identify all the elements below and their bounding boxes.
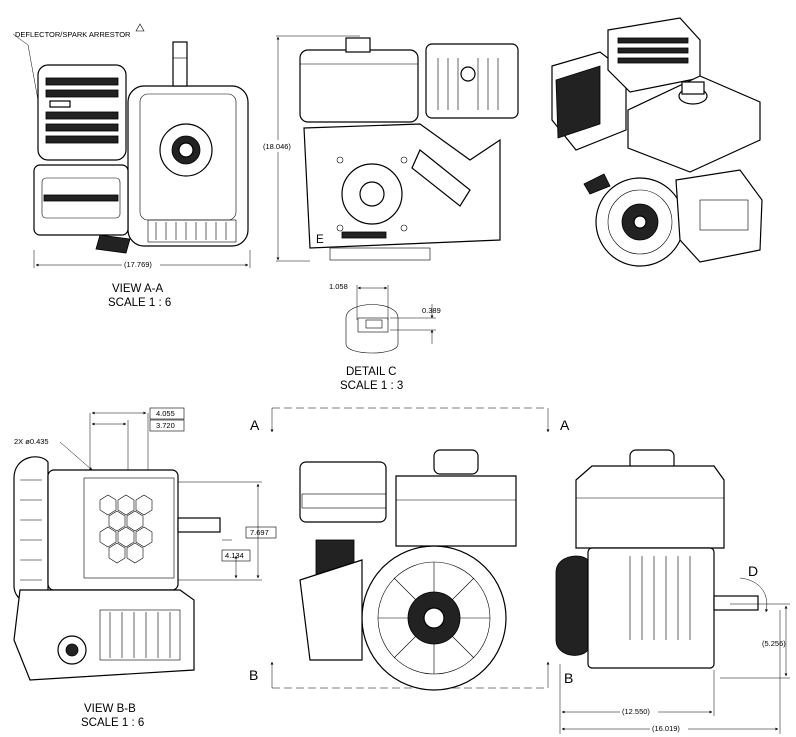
detail-c-scale: SCALE 1 : 3 (340, 380, 403, 392)
dim-mount-4134: 4.134 (225, 551, 244, 560)
view-bb-base (13, 589, 195, 681)
view-aa-title: VIEW A-A (112, 283, 163, 295)
deflector-label: DEFLECTOR/SPARK ARRESTOR (15, 30, 131, 39)
section-line-a: A A (250, 407, 570, 433)
dim-bolt-3720: 3.720 (156, 421, 175, 430)
bottom-air-cleaner (299, 461, 387, 523)
section-line-b: B B (249, 661, 573, 689)
side-flywheel-cover (555, 555, 589, 656)
dim-key: 0.389 (422, 306, 441, 315)
dim-bolt-4055: 4.055 (156, 409, 175, 418)
view-bb-title: VIEW B-B (84, 703, 136, 715)
section-a-right: A (560, 417, 570, 433)
section-a-left: A (250, 417, 260, 433)
side-view-drawing: D (5.256) (12.550) (16.019) (555, 449, 790, 734)
view-bb-scale: SCALE 1 : 6 (81, 717, 144, 729)
flywheel-cover (13, 456, 49, 606)
iso-fuel-tank (627, 75, 761, 173)
dim-depth-12550: (12.550) (622, 707, 650, 716)
detail-c-title: DETAIL C (346, 366, 396, 378)
dim-depth-16019: (16.019) (652, 724, 680, 733)
deflector-leader (12, 33, 39, 101)
fuel-tank (425, 43, 519, 119)
front-view-drawing: (18.046) E (262, 35, 519, 262)
side-block (587, 547, 715, 669)
crankshaft (172, 41, 188, 87)
cooling-fins-honeycomb (99, 494, 153, 564)
detail-c-shaft (345, 304, 399, 354)
engine-block (303, 123, 501, 249)
view-bb-shaft (177, 517, 221, 533)
dim-height: (18.046) (263, 142, 291, 151)
hole-callout: 2X ø0.435 (14, 437, 49, 446)
dim-shaft-height: (5.256) (762, 639, 786, 648)
side-fuel-tank (575, 465, 725, 549)
warning-icon (135, 23, 145, 32)
dim-width: (17.769) (124, 260, 152, 269)
section-b-left: B (249, 667, 258, 683)
view-mark-e: E (316, 234, 324, 246)
bottom-fuel-tank (395, 475, 517, 547)
detail-d-mark: D (748, 563, 758, 579)
dim-mount-7697: 7.697 (250, 528, 269, 537)
iso-air-cleaner (607, 17, 701, 93)
side-shaft (713, 595, 759, 611)
view-aa-drawing: DEFLECTOR/SPARK ARRESTOR (12, 23, 251, 309)
bottom-front-view-drawing (299, 449, 517, 691)
dim-shaft: 1.058 (329, 282, 348, 291)
isometric-view-drawing (551, 17, 763, 267)
view-aa-scale: SCALE 1 : 6 (108, 297, 171, 309)
section-b-right: B (564, 670, 573, 686)
air-cleaner (299, 49, 419, 123)
view-bb-drawing: 4.055 3.720 2X ø0.435 7.697 4 (13, 407, 277, 729)
detail-c-drawing: 1.058 0.389 DETAIL C SCALE 1 : 3 (329, 282, 441, 392)
